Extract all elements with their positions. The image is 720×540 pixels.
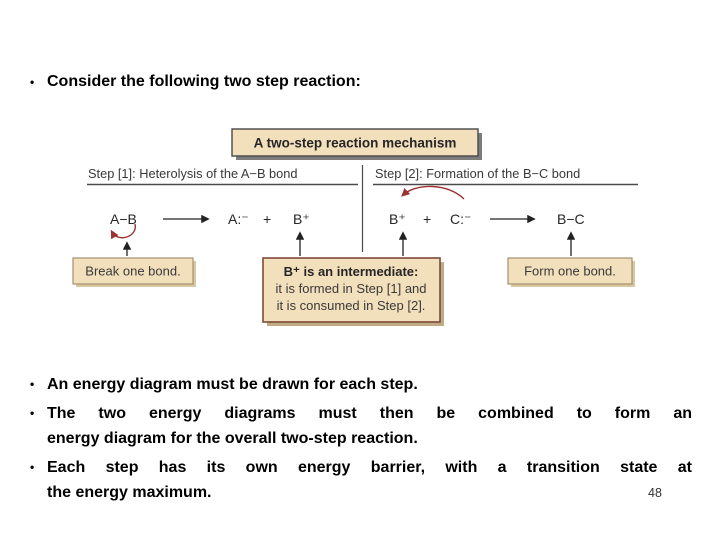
eq1-reactant: A−B: [110, 211, 137, 227]
bullet-icon: •: [30, 460, 35, 474]
bullet-2-line2: energy diagram for the overall two-step …: [47, 430, 418, 447]
intermediate-line3: it is consumed in Step [2].: [277, 298, 426, 313]
eq2-plus-sign: +: [423, 211, 431, 227]
mechanism-diagram: A two-step reaction mechanism Step [1]: …: [72, 128, 638, 326]
break-bond-label: Break one bond.: [85, 264, 180, 279]
form-bond-box: [507, 257, 633, 285]
mechanism-title-box: [231, 128, 479, 157]
title-bullet-line: • Consider the following two step reacti…: [30, 71, 700, 93]
eq1-plus-sign: +: [263, 211, 271, 227]
step2-label: Step [2]: Formation of the B−C bond: [375, 166, 580, 181]
form-bond-label: Form one bond.: [524, 264, 616, 279]
eq2-reactant2: C:⁻: [450, 211, 471, 227]
eq2-reactant1: B⁺: [389, 211, 406, 227]
curved-electron-arrow-step2: [401, 185, 465, 200]
curved-electron-arrow-step1: [110, 223, 136, 240]
intermediate-line2: it is formed in Step [1] and: [275, 281, 426, 296]
bullet-1-text: An energy diagram must be drawn for each…: [47, 376, 418, 393]
bullet-icon: •: [30, 406, 35, 420]
bullet-2-line1: The two energy diagrams must then be com…: [47, 405, 692, 422]
bullet-icon: •: [30, 377, 35, 391]
bullet-item-2: • The two energy diagrams must then be c…: [30, 401, 692, 451]
bullet-3-line1: Each step has its own energy barrier, wi…: [47, 459, 692, 476]
bullet-3-text: Each step has its own energy barrier, wi…: [47, 455, 692, 505]
bullet-3-line2: the energy maximum.: [47, 484, 212, 501]
break-bond-box: [72, 257, 194, 285]
bullet-2-text: The two energy diagrams must then be com…: [47, 401, 692, 451]
eq1-product1: A:⁻: [228, 211, 249, 227]
eq2-product: B−C: [557, 211, 585, 227]
bullet-item-1: • An energy diagram must be drawn for ea…: [30, 372, 692, 397]
bullet-item-3: • Each step has its own energy barrier, …: [30, 455, 692, 505]
bullet-list: • An energy diagram must be drawn for ea…: [30, 372, 692, 509]
intermediate-box: [262, 257, 441, 323]
title-bullet-text: Consider the following two step reaction…: [47, 73, 361, 90]
page-number: 48: [648, 486, 662, 500]
step1-label: Step [1]: Heterolysis of the A−B bond: [88, 166, 298, 181]
bullet-icon: •: [30, 75, 35, 89]
eq1-product2: B⁺: [293, 211, 310, 227]
intermediate-line1: B⁺ is an intermediate:: [284, 264, 419, 279]
mechanism-title: A two-step reaction mechanism: [254, 136, 457, 151]
